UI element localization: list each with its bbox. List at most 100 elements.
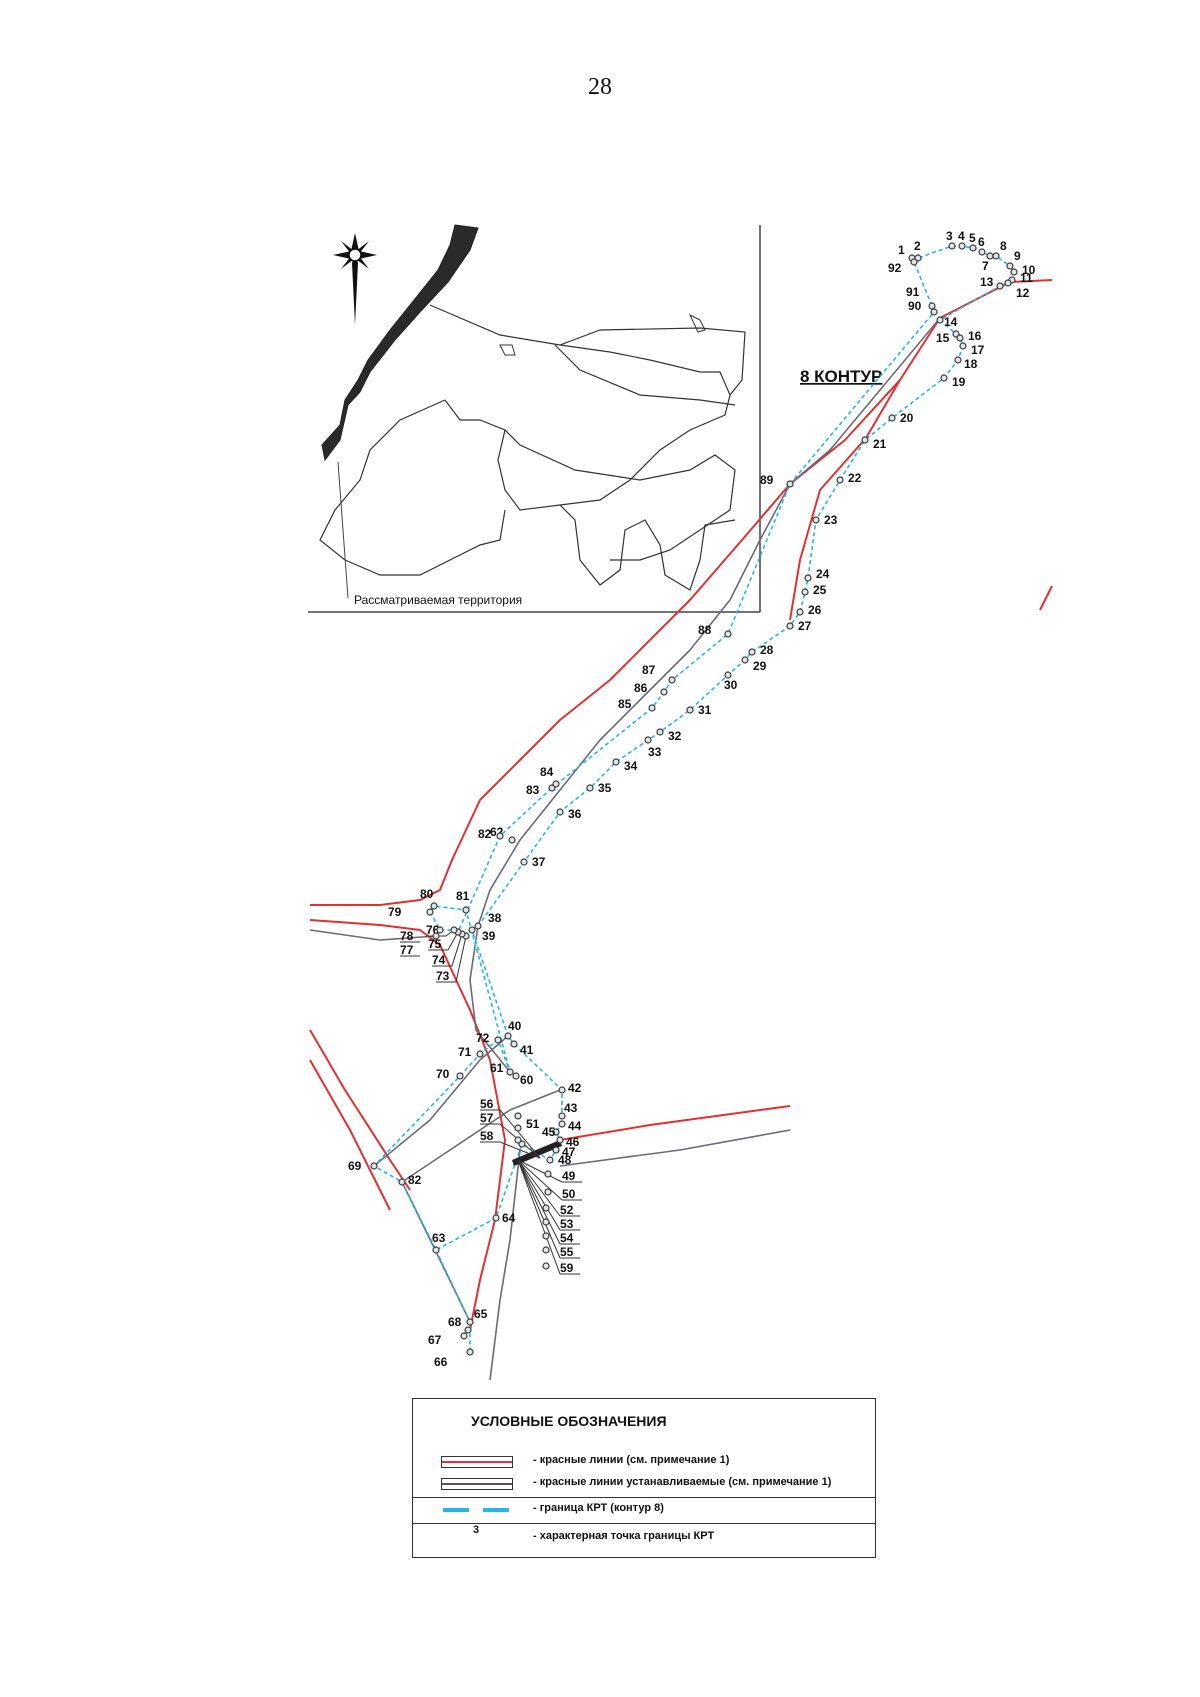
boundary-point-label: 31 [698, 703, 712, 717]
boundary-point-marker [512, 1072, 520, 1080]
legend-sample-point-label: 3 [473, 1524, 479, 1535]
boundary-point-marker [940, 374, 948, 382]
boundary-point-label: 53 [560, 1217, 574, 1231]
red-line-symbol-icon [441, 1456, 513, 1468]
boundary-point-marker [552, 780, 560, 788]
boundary-point-label: 30 [724, 678, 738, 692]
boundary-point-marker [660, 688, 668, 696]
established-line [559, 1129, 791, 1167]
boundary-point-label: 13 [980, 275, 994, 289]
boundary-point-label: 37 [532, 855, 546, 869]
boundary-point-marker [552, 1128, 560, 1136]
boundary-point-marker [542, 1204, 550, 1212]
legend-item-boundary-point: 3 - характерная точка границы КРТ [413, 1524, 875, 1549]
boundary-point-marker [928, 302, 936, 310]
legend-item-established-lines: - красные линии устанавливаемые (см. при… [413, 1473, 875, 1495]
boundary-point-marker [474, 922, 482, 930]
boundary-point-label: 65 [474, 1307, 488, 1321]
inset-caption: Рассматриваемая территория [354, 593, 522, 607]
boundary-point-label: 2 [914, 239, 921, 253]
boundary-point-label: 54 [560, 1231, 574, 1245]
label-leader-line [455, 935, 467, 983]
boundary-point-label: 55 [560, 1245, 574, 1259]
boundary-point-label: 20 [900, 411, 914, 425]
legend-divider [413, 1523, 875, 1524]
boundary-point-marker [520, 858, 528, 866]
boundary-point-label: 82 [408, 1173, 422, 1187]
boundary-point-marker [544, 1188, 552, 1196]
legend-text: - красные линии устанавливаемые (см. при… [533, 1476, 832, 1488]
river [321, 224, 479, 462]
compass-rose-icon [333, 233, 377, 325]
label-leader-line [517, 1159, 561, 1217]
boundary-point-label: 22 [848, 471, 862, 485]
label-leader-line [517, 1159, 561, 1231]
established-line [489, 1149, 521, 1381]
boundary-point-label: 72 [476, 1031, 490, 1045]
boundary-point-marker [426, 908, 434, 916]
boundary-point-label: 23 [824, 513, 838, 527]
boundary-point-label: 12 [1016, 286, 1030, 300]
boundary-point-label: 84 [540, 765, 554, 779]
boundary-point-label: 67 [428, 1333, 442, 1347]
boundary-point-label: 66 [434, 1355, 448, 1369]
boundary-point-marker [542, 1218, 550, 1226]
boundary-point-label: 11 [1020, 271, 1033, 285]
boundary-point-marker [432, 932, 440, 940]
legend-text: - граница КРТ (контур 8) [533, 1502, 664, 1514]
label-leader-line [517, 1159, 563, 1183]
legend-item-krt-boundary: - граница КРТ (контур 8) [413, 1499, 875, 1521]
label-leader-line [451, 933, 463, 967]
boundary-point-marker [504, 1032, 512, 1040]
boundary-point-marker [492, 1214, 500, 1222]
boundary-point-marker [450, 926, 458, 934]
boundary-point-marker [508, 836, 516, 844]
boundary-point-label: 16 [968, 329, 982, 343]
boundary-point-marker [959, 342, 967, 350]
boundary-point-label: 9 [1014, 249, 1021, 263]
district-boundary [559, 327, 746, 396]
boundary-point-marker [544, 1170, 552, 1178]
legend-item-red-lines: - красные линии (см. примечание 1) [413, 1451, 875, 1473]
legend-divider [413, 1497, 875, 1498]
red-line [309, 1029, 411, 1191]
boundary-point-label: 34 [624, 759, 638, 773]
boundary-point-marker [861, 436, 869, 444]
boundary-point-marker [556, 808, 564, 816]
boundary-point-marker [468, 926, 476, 934]
boundary-point-marker [930, 308, 938, 316]
boundary-point-marker [954, 356, 962, 364]
boundary-point-label: 33 [648, 745, 662, 759]
boundary-point-marker [978, 248, 986, 256]
boundary-point-label: 27 [798, 619, 812, 633]
boundary-point-marker [464, 1326, 472, 1334]
boundary-point-marker [958, 242, 966, 250]
boundary-point-marker [1004, 279, 1012, 287]
boundary-point-marker [494, 1036, 502, 1044]
boundary-point-label: 3 [946, 229, 953, 243]
district-boundary [559, 504, 736, 591]
boundary-point-marker [546, 1156, 554, 1164]
boundary-point-label: 63 [432, 1231, 446, 1245]
established-line [401, 1089, 561, 1183]
boundary-point-label: 58 [480, 1129, 494, 1143]
boundary-point-marker [476, 1050, 484, 1058]
boundary-point-marker [910, 258, 918, 266]
boundary-point-marker [496, 832, 504, 840]
boundary-point-label: 36 [568, 807, 582, 821]
label-leader-line [499, 1141, 541, 1159]
boundary-point-marker [748, 648, 756, 656]
boundary-point-marker [506, 1068, 514, 1076]
boundary-point-label: 17 [971, 343, 985, 357]
boundary-point-label: 47 [562, 1145, 576, 1159]
boundary-point-marker [741, 656, 749, 664]
boundary-point-marker [436, 926, 444, 934]
label-leader-line [517, 1159, 561, 1259]
boundary-point-label: 35 [598, 781, 612, 795]
boundary-point-label: 71 [458, 1045, 472, 1059]
boundary-point-label: 83 [526, 783, 540, 797]
label-leader-line [499, 1109, 541, 1159]
red-line [1039, 585, 1053, 611]
boundary-point-label: 19 [952, 375, 966, 389]
